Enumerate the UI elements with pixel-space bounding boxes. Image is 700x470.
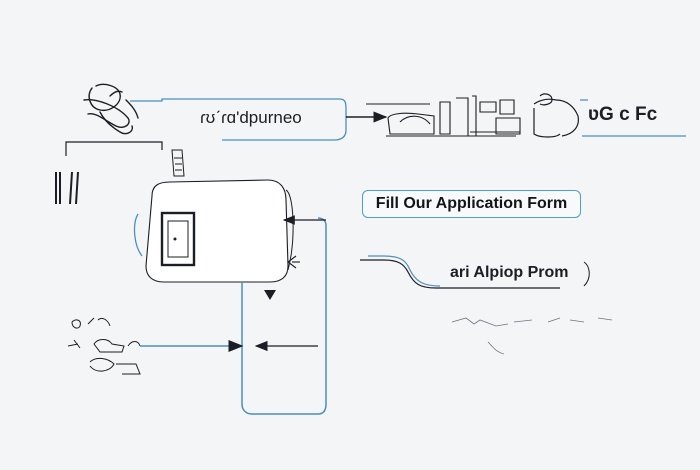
top-right-label: ʋG c Fc (588, 104, 658, 125)
connector-line (580, 99, 686, 137)
fill-application-form-button[interactable]: Fill Our Application Form (362, 190, 581, 218)
scribble-icon (451, 317, 613, 355)
secondary-form-label: ari Alpiop Prom (450, 264, 569, 281)
form-device (133, 179, 294, 283)
connector-line (360, 259, 560, 289)
sketch-figure-icon (83, 83, 139, 135)
sketch-cursor-icon (287, 255, 300, 269)
marker-triangle (264, 290, 276, 300)
form-page-icon (160, 211, 196, 267)
pen-pair-icon (55, 171, 79, 205)
sketch-tag-icon (171, 149, 185, 177)
connector-line (130, 98, 347, 141)
sketch-machine-icon (366, 95, 521, 137)
sketch-pipe-icon (533, 93, 579, 138)
sketch-tools-icon (67, 317, 141, 375)
connector-line (368, 255, 441, 287)
connector-line (583, 261, 590, 287)
top-diagram-label: ɾʊˊɾɑ'dpurneo (200, 108, 302, 127)
connector-line (65, 141, 163, 156)
